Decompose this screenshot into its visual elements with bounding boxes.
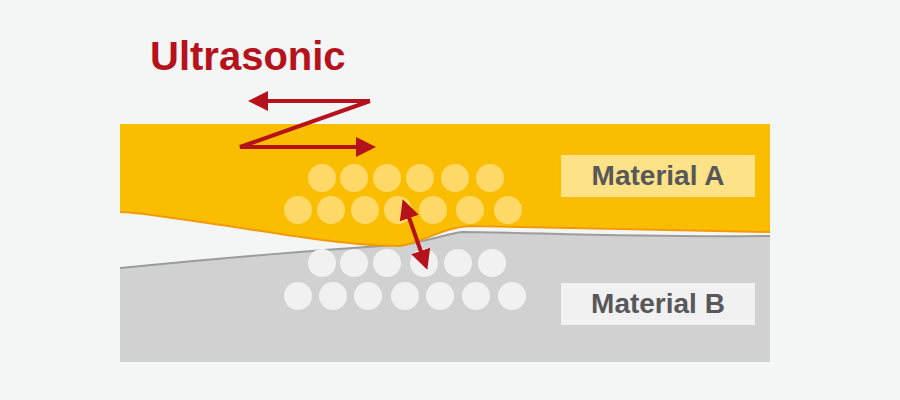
particle	[308, 164, 336, 192]
particle	[462, 282, 490, 310]
material-a-particles	[284, 164, 522, 224]
particle	[284, 196, 312, 224]
particle	[354, 282, 382, 310]
particle	[373, 249, 401, 277]
particle	[444, 249, 472, 277]
material-b-particles	[284, 249, 526, 310]
particle	[456, 196, 484, 224]
material-label-box: Material B	[561, 283, 755, 325]
particle	[340, 164, 368, 192]
material-label-box: Material A	[561, 155, 755, 197]
particle	[419, 196, 447, 224]
particle	[284, 282, 312, 310]
particle	[391, 282, 419, 310]
particle	[319, 282, 347, 310]
material-label: Material A	[592, 162, 725, 190]
particle	[498, 282, 526, 310]
particle	[441, 164, 469, 192]
particle	[373, 164, 401, 192]
particle	[494, 196, 522, 224]
title-label: Ultrasonic	[150, 36, 346, 76]
particle	[478, 249, 506, 277]
particle	[308, 249, 336, 277]
particle	[426, 282, 454, 310]
material-a-band	[120, 124, 770, 246]
ultrasonic-arrow	[252, 99, 370, 103]
particle	[340, 249, 368, 277]
particle	[351, 196, 379, 224]
material-label: Material B	[591, 290, 725, 318]
ultrasonic-arrow	[240, 101, 372, 147]
material-b-band	[120, 232, 770, 362]
particle	[406, 164, 434, 192]
particle	[476, 164, 504, 192]
particle	[317, 196, 345, 224]
vibration-arrow	[404, 203, 426, 266]
